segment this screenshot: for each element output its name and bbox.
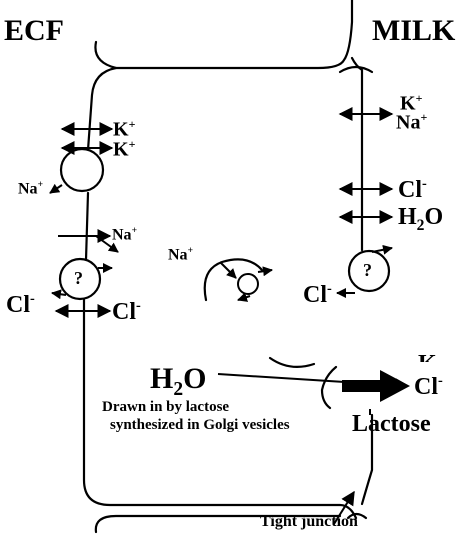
na-efflux-arrow xyxy=(50,185,62,193)
ion-na-cytoplasm: Na+ xyxy=(168,246,193,263)
ion-cut-k: K xyxy=(418,352,437,362)
cytoplasm-na-arrow-3 xyxy=(238,296,250,300)
golgi-arc-top xyxy=(270,358,314,367)
left-cl-short-arrow xyxy=(52,293,66,295)
cytoplasm-na-arrow-1 xyxy=(220,262,236,278)
ion-na-influx: Na+ xyxy=(112,226,137,243)
golgi-arc-right xyxy=(322,367,336,408)
right-transporter-question-mark: ? xyxy=(363,261,372,279)
ecf-heading: ECF xyxy=(4,16,64,46)
apical-membrane xyxy=(352,58,362,250)
upper-cell-membrane xyxy=(95,0,352,68)
left-membrane-lower xyxy=(86,193,88,260)
lactose-secretion-arrow xyxy=(342,370,410,402)
ion-cl-secreted: Cl- xyxy=(414,374,443,399)
tight-junction-upper xyxy=(340,67,372,72)
ion-na-efflux: Na+ xyxy=(18,180,43,197)
right-transporter-top-arrow xyxy=(372,248,392,252)
milk-heading: MILK xyxy=(372,16,455,46)
golgi-vesicle-circle xyxy=(238,274,258,294)
water-apical: H2O xyxy=(398,205,443,233)
drawn-in-note-line1: Drawn in by lactose xyxy=(102,400,229,415)
lactose-label: Lactose xyxy=(352,412,431,436)
tight-junction-label: Tight junction xyxy=(260,514,358,530)
ion-cl-left-inner: Cl- xyxy=(112,299,141,324)
k-na-pump-circle xyxy=(61,149,103,191)
ion-k-lower: K+ xyxy=(113,138,135,160)
water-golgi-label: H2O xyxy=(150,364,206,400)
ion-cl-apical: Cl- xyxy=(398,177,427,202)
left-transporter-question-mark: ? xyxy=(74,269,83,287)
ion-na-apical: Na+ xyxy=(396,111,427,133)
ion-cl-left-outer: Cl- xyxy=(6,292,35,317)
drawn-in-note-line2: synthesized in Golgi vesicles xyxy=(110,418,290,433)
cytoplasm-na-arrow-2 xyxy=(258,270,272,272)
ion-cl-right-transporter: Cl- xyxy=(303,282,332,307)
lateral-membrane xyxy=(88,68,116,150)
